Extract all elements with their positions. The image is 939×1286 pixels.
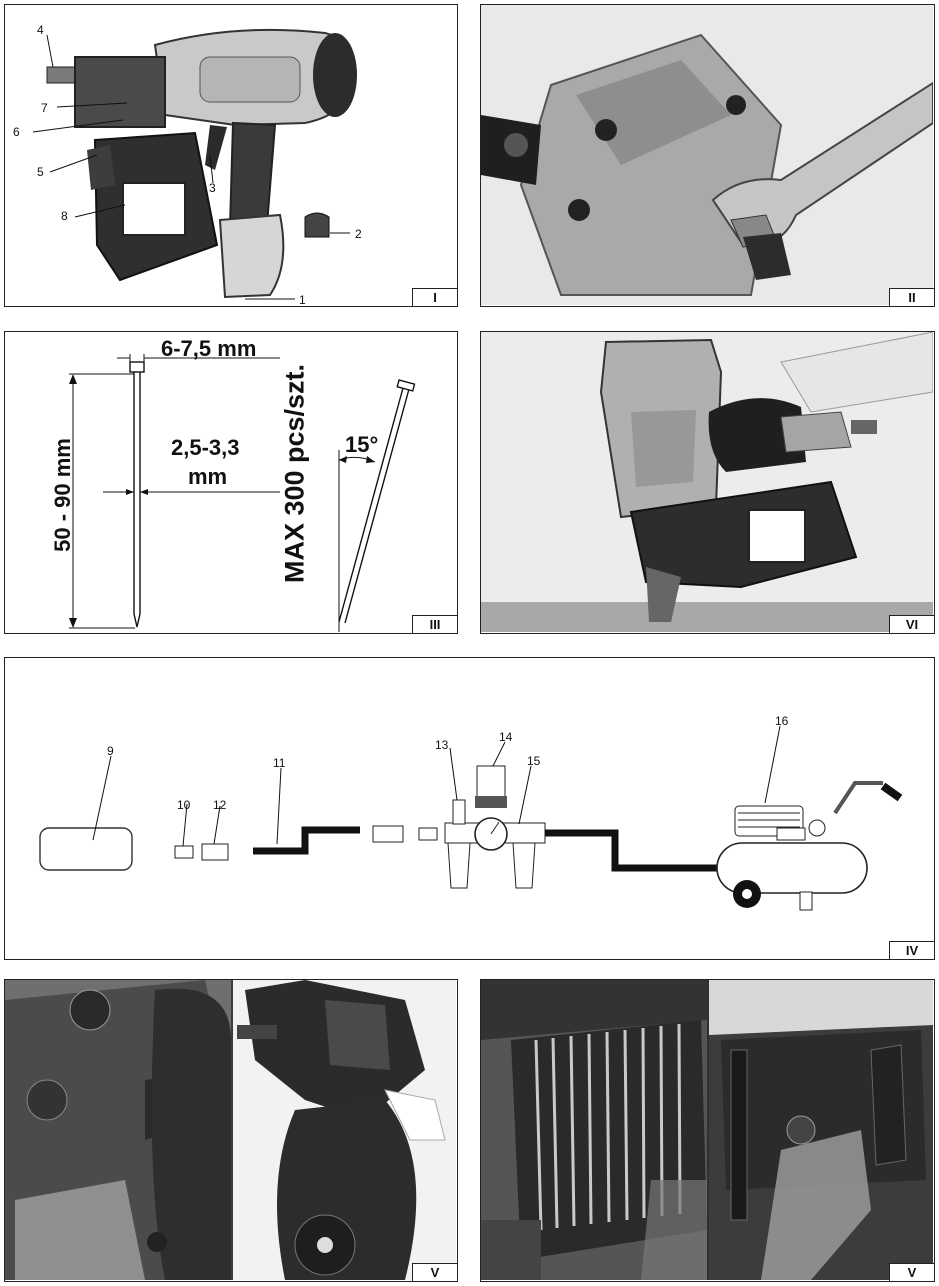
panel-tag: V: [412, 1263, 457, 1281]
figure-panel-vi: VI: [480, 331, 935, 634]
figure-panel-v-right: V: [480, 979, 935, 1282]
nail-coil-loading-photo: [481, 980, 933, 1280]
callout-11: 11: [273, 756, 286, 770]
nailer-photo-overview: [5, 5, 456, 305]
callout-13: 13: [435, 738, 449, 752]
figure-panel-ii: II: [480, 4, 935, 307]
callout-3: 3: [209, 181, 216, 195]
panel-tag: VI: [889, 615, 934, 633]
capacity-label: MAX 300 pcs/szt.: [279, 363, 310, 584]
callout-8: 8: [61, 209, 68, 223]
length-range-label: 50 - 90 mm: [50, 438, 75, 552]
callout-12: 12: [213, 798, 227, 812]
callout-14: 14: [499, 730, 513, 744]
magazine-latch-photo: [5, 980, 456, 1280]
callout-16: 16: [775, 714, 789, 728]
figure-panel-iii: 6-7,5 mm 50 - 90 mm 2,5-3,3 mm MAX 300 p…: [4, 331, 458, 634]
callout-1: 1: [299, 293, 306, 307]
angle-label: 15°: [345, 432, 379, 457]
panel-tag: I: [412, 288, 457, 306]
shank-diameter-label: 2,5-3,3: [171, 435, 240, 460]
callout-5: 5: [37, 165, 44, 179]
head-diameter-label: 6-7,5 mm: [161, 336, 257, 361]
callout-15: 15: [527, 754, 541, 768]
callout-4: 4: [37, 23, 44, 37]
shank-diameter-unit: mm: [188, 464, 228, 489]
air-supply-diagram: [39, 725, 903, 911]
callout-10: 10: [177, 798, 191, 812]
callout-2: 2: [355, 227, 362, 241]
figure-panel-iv: 9 10 12 11 13 14 15 16 IV: [4, 657, 935, 960]
nailer-in-use-photo: [481, 332, 933, 632]
callout-6: 6: [13, 125, 20, 139]
callout-7: 7: [41, 101, 48, 115]
panel-tag: V: [889, 1263, 934, 1281]
callout-9: 9: [107, 744, 114, 758]
panel-tag: IV: [889, 941, 934, 959]
figure-panel-i: 4 7 6 5 8 3 2 1 I: [4, 4, 458, 307]
wrench-photo: [481, 5, 933, 305]
nail-dimension-diagram: [69, 354, 416, 632]
panel-tag: III: [412, 615, 457, 633]
panel-tag: II: [889, 288, 934, 306]
figure-panel-v-left: V: [4, 979, 458, 1282]
